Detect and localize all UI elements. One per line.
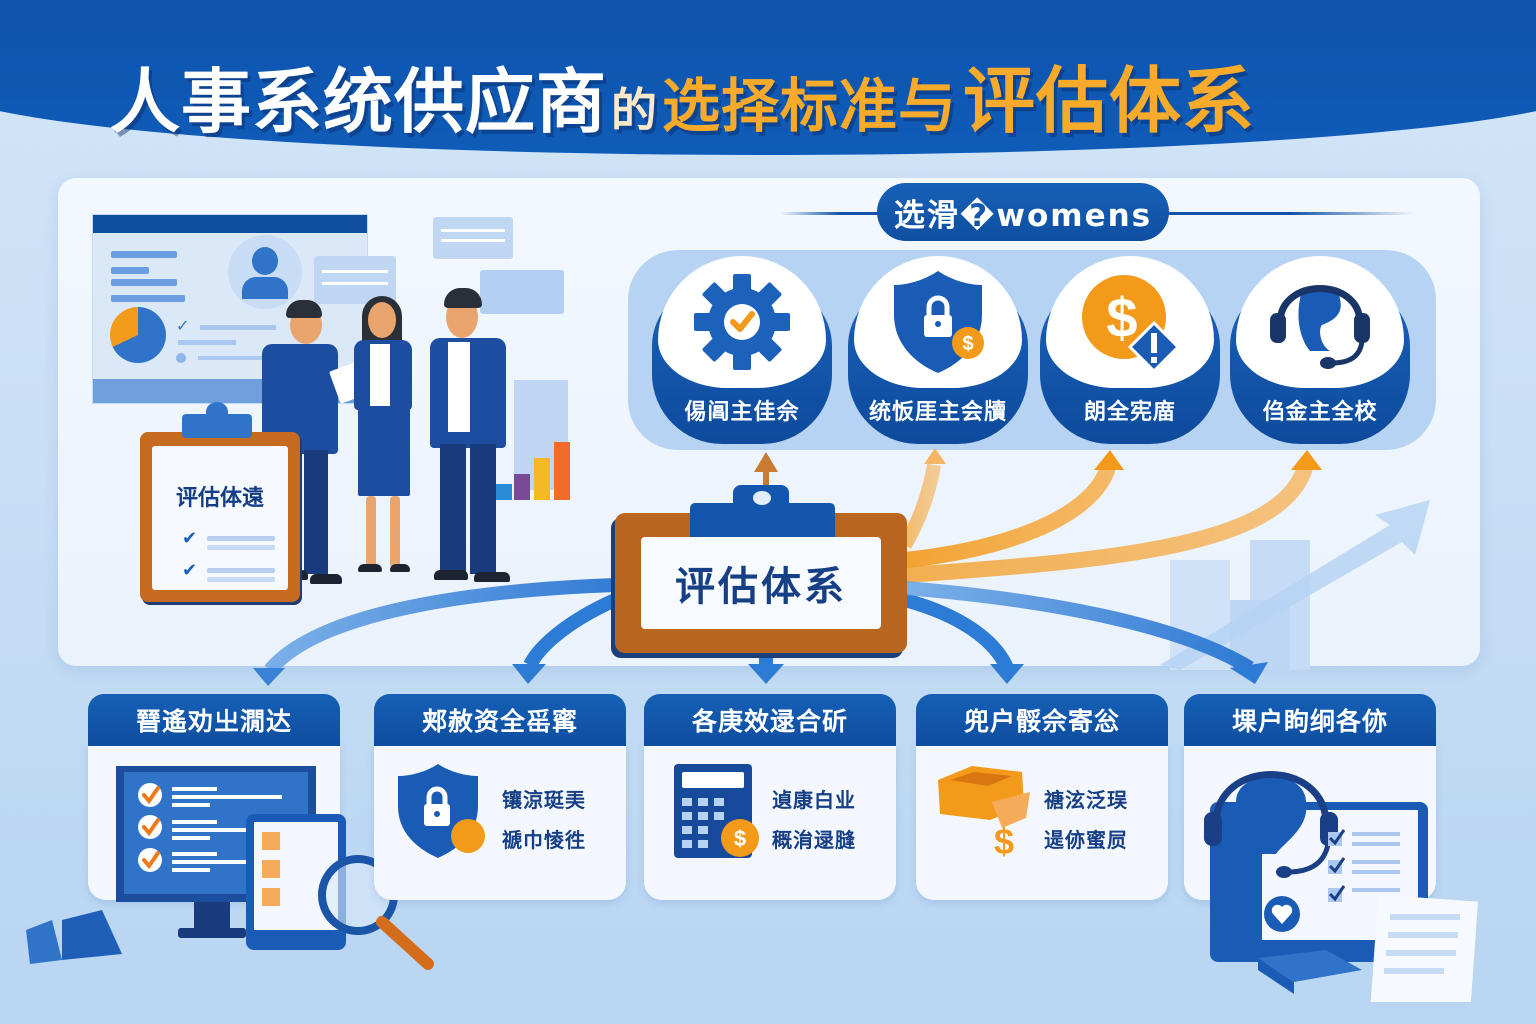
section-line: 禟泫泛㻍 <box>1044 788 1128 812</box>
checklist-item: ✔ <box>182 560 276 581</box>
criteria-label: 统㤆厓主会牘 <box>868 400 1007 425</box>
support-agent-icon <box>1204 771 1478 1002</box>
pie-chart-icon <box>110 307 166 363</box>
section-title: 堁户眗䌹各㑊 <box>1184 694 1436 746</box>
dollar-warning-icon: $ <box>1082 275 1181 374</box>
check-icon: ✔ <box>182 528 198 549</box>
monitor-checklist-icon <box>116 766 434 970</box>
book-icon <box>1258 950 1362 982</box>
heart-icon <box>1271 904 1293 924</box>
growth-chart-icon <box>1160 500 1430 670</box>
profile-avatar-icon <box>228 235 302 309</box>
check-icon: ✔ <box>182 560 198 581</box>
bar-chart-icon <box>496 430 576 500</box>
section-line: 穊㳙逯膖 <box>772 828 856 852</box>
criteria-label: 朗全宪庿 <box>1083 400 1176 425</box>
svg-text:$: $ <box>734 826 746 851</box>
section-title: 㬜遙劝㞢㵎达 <box>88 694 340 746</box>
section-line: 禠巾㥄徃 <box>502 828 586 852</box>
criteria-card-1[interactable]: 㑥阊主佳佘 <box>652 256 832 444</box>
evaluation-system-board: 评估体系 <box>615 485 907 653</box>
section-line: 遉康白业 <box>772 788 856 812</box>
header-banner <box>0 0 1536 155</box>
title-part-4: 与 <box>898 72 958 140</box>
text-line <box>178 340 236 345</box>
section-title: 兜户骽佘寄忩 <box>916 694 1168 746</box>
criteria-card-4[interactable]: 㑇金主全校 <box>1230 256 1410 444</box>
section-line: 遈㑊蜜屃 <box>1044 828 1128 852</box>
svg-text:$: $ <box>1106 286 1137 349</box>
headset-icon <box>1270 285 1370 369</box>
title-part-2: 的 <box>611 83 658 137</box>
title-part-3: 选择标准 <box>662 72 899 140</box>
criteria-label: 㑇金主全校 <box>1262 400 1378 425</box>
decor-blocks <box>26 910 122 964</box>
section-title: 郏赦资全䍃寗 <box>374 694 626 746</box>
svg-text:$: $ <box>962 333 973 355</box>
document-icon <box>1370 894 1478 1002</box>
page-title: 人事系统供应商 的 选择标准 与 评估体系 <box>110 42 1255 143</box>
title-part-5: 评估体系 <box>963 59 1256 143</box>
criteria-label: 㑥阊主佳佘 <box>684 400 800 425</box>
section-card-4[interactable]: 兜户骽佘寄忩 禟泫泛㻍 遈㑊蜜屃 <box>916 694 1168 904</box>
speech-bubble-icon <box>433 217 513 259</box>
text-line <box>200 325 276 330</box>
bullet-icon <box>176 353 186 363</box>
svg-text:$: $ <box>994 821 1014 862</box>
calculator-icon: $ <box>674 764 759 858</box>
title-part-1: 人事系统供应商 <box>110 61 607 143</box>
box-dollar-icon: $ <box>938 766 1030 862</box>
document-card-icon <box>480 270 564 314</box>
criteria-card-2[interactable]: $ 统㤆厓主会牘 <box>848 256 1028 444</box>
shield-lock-icon: $ <box>894 271 984 373</box>
clipboard-label: 评估体遠 <box>175 486 264 511</box>
divider <box>1165 212 1415 215</box>
text-line <box>198 356 270 360</box>
checklist-item: ✔ <box>182 528 276 549</box>
evaluation-clipboard: 评估体遠 ✔ ✔ <box>140 402 300 602</box>
divider <box>780 212 880 215</box>
section-title: 各庚效逯合斫 <box>644 694 896 746</box>
speech-bubble-icon <box>314 256 396 304</box>
shield-lock-icon <box>398 764 485 858</box>
criteria-title: 选滑�womens <box>877 183 1169 241</box>
check-icon: ✓ <box>176 316 190 335</box>
section-line: 镶涼珽㺯 <box>502 788 586 812</box>
criteria-card-3[interactable]: $ 朗全宪庿 <box>1040 256 1220 444</box>
center-label: 评估体系 <box>641 537 881 629</box>
gear-check-icon <box>694 274 790 370</box>
